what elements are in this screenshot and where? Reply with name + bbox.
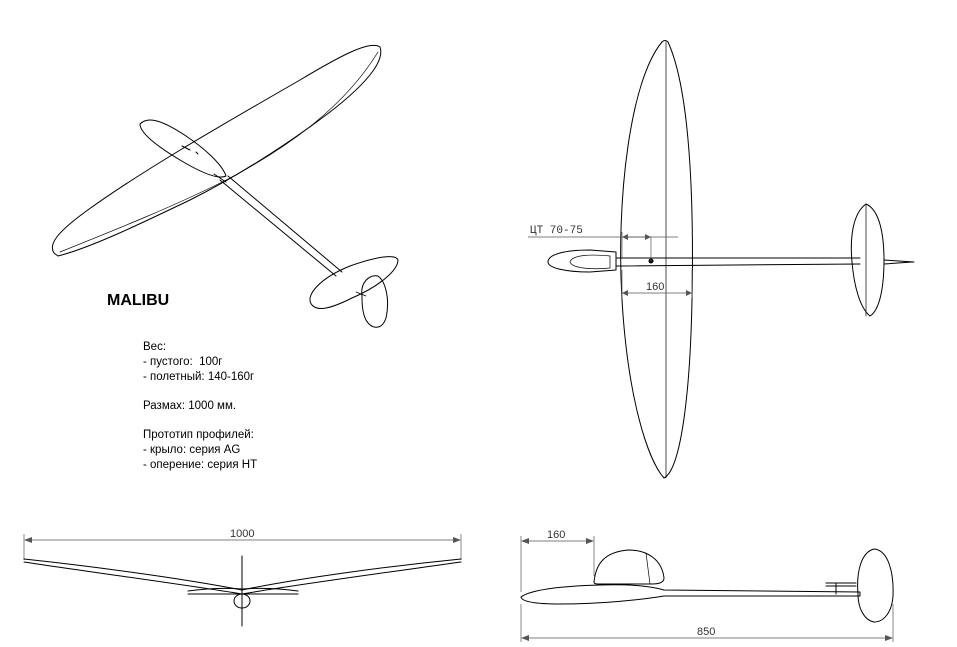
model-name: MALIBU	[107, 292, 170, 309]
iso-fin-root	[355, 291, 367, 297]
iso-stabilizer	[309, 256, 399, 309]
specs-block: Вес: - пустого: 100г - полетный: 140-160…	[143, 340, 257, 473]
top-wing-outline	[620, 40, 693, 479]
side-stabilizer	[825, 582, 857, 595]
weight-flying: - полетный: 140-160г	[143, 371, 255, 383]
top-rudder	[883, 259, 915, 265]
chord-dimension: 160	[621, 270, 693, 298]
span-dimension: 1000	[23, 528, 462, 560]
weight-empty: - пустого: 100г	[143, 356, 223, 368]
side-wing-root	[593, 549, 665, 585]
chord-label: 160	[646, 281, 664, 293]
cg-label: ЦТ 70-75	[530, 225, 583, 237]
iso-tail-boom	[219, 175, 343, 277]
iso-canopy	[139, 119, 227, 178]
nose-label: 160	[547, 529, 565, 541]
profile-wing: - крыло: серия AG	[143, 444, 241, 456]
side-fin	[857, 548, 894, 623]
iso-wing-root-marks	[181, 145, 227, 183]
front-view: 1000	[23, 528, 462, 627]
span-label: 1000	[230, 528, 254, 540]
side-wing-root-spar	[645, 552, 651, 585]
isometric-view	[52, 44, 399, 328]
iso-wing-outline	[52, 44, 382, 257]
top-stabilizer	[850, 203, 885, 317]
side-fuselage	[520, 584, 861, 605]
length-dimension: 850	[520, 604, 894, 642]
top-view: ЦТ 70-75 160	[528, 40, 915, 479]
side-view: 160 850	[520, 529, 894, 642]
front-fuselage	[233, 593, 251, 609]
top-canopy-inner	[569, 254, 611, 270]
weight-title: Вес:	[143, 341, 167, 353]
front-stabilizer	[187, 587, 299, 595]
iso-wing-trailing-line	[59, 51, 379, 253]
length-label: 850	[697, 626, 715, 638]
nose-dimension: 160	[520, 529, 595, 592]
iso-fin	[361, 275, 389, 328]
wingspan: Размах: 1000 мм.	[143, 400, 237, 412]
top-fuselage-boom	[615, 257, 861, 267]
cg-dimension: ЦТ 70-75	[528, 225, 678, 262]
profiles-title: Прототип профилей:	[143, 429, 254, 441]
top-canopy	[547, 249, 617, 273]
profile-tail: - оперение: серия HT	[143, 459, 258, 471]
